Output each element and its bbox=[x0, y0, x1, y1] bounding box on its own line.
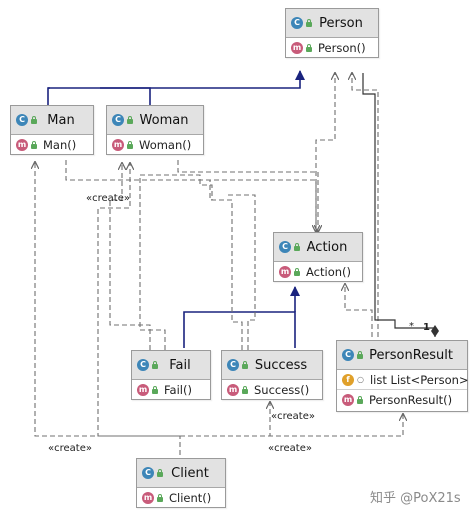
lock-icon bbox=[127, 140, 133, 149]
method-icon: m bbox=[16, 138, 28, 151]
dep-action-person bbox=[315, 73, 335, 232]
class-person[interactable]: C Person m Person() bbox=[285, 8, 379, 58]
method-icon: m bbox=[291, 41, 303, 54]
lock-icon bbox=[31, 140, 37, 149]
class-name: Man bbox=[47, 112, 75, 128]
lock-icon bbox=[357, 351, 363, 359]
dep-client-man bbox=[35, 162, 181, 455]
lock-icon bbox=[294, 267, 300, 276]
method-icon: m bbox=[342, 393, 354, 406]
method-icon: m bbox=[142, 491, 154, 504]
inheritance-fail-action bbox=[183, 311, 260, 348]
method-label: Man() bbox=[43, 137, 77, 152]
class-icon: C bbox=[342, 349, 354, 361]
multiplicity-one: 1 bbox=[423, 322, 430, 333]
method-label: Action() bbox=[306, 264, 351, 279]
class-name: Action bbox=[306, 239, 348, 255]
create-stereotype-label: «create» bbox=[268, 443, 312, 454]
dep-personresult-action bbox=[345, 284, 373, 337]
dep-fail-man bbox=[109, 163, 151, 350]
lock-icon bbox=[294, 243, 300, 251]
class-personresult[interactable]: C PersonResult f○ list List<Person> m Perso… bbox=[336, 340, 469, 412]
method-icon: m bbox=[112, 138, 124, 151]
class-name: PersonResult bbox=[369, 347, 453, 363]
class-icon: C bbox=[16, 114, 28, 126]
method-icon: m bbox=[137, 383, 149, 396]
dep-client-success bbox=[180, 402, 270, 437]
lock-icon bbox=[242, 385, 248, 394]
create-stereotype-label: «create» bbox=[86, 193, 130, 204]
package-visibility-icon: ○ bbox=[357, 375, 364, 384]
multiplicity-many: * bbox=[409, 321, 414, 332]
watermark: 知乎 @PoX21s bbox=[370, 491, 461, 506]
inheritance-success-action bbox=[260, 311, 296, 348]
class-icon: C bbox=[142, 467, 154, 479]
lock-icon bbox=[157, 469, 163, 477]
method-label: Woman() bbox=[139, 137, 192, 152]
inheritance-to-person bbox=[100, 70, 305, 89]
dep-man-action bbox=[65, 160, 316, 232]
class-icon: C bbox=[227, 359, 239, 371]
lock-icon bbox=[152, 385, 158, 394]
aggregation-personresult-person bbox=[362, 73, 436, 337]
lock-icon bbox=[157, 493, 163, 502]
aggregation-diamond bbox=[431, 325, 439, 337]
method-icon: m bbox=[227, 383, 239, 396]
inheritance-woman-person bbox=[48, 87, 151, 105]
class-fail[interactable]: C Fail m Fail() bbox=[131, 350, 211, 400]
class-icon: C bbox=[291, 17, 303, 29]
dep-personresult-person bbox=[352, 73, 379, 337]
class-man[interactable]: C Man m Man() bbox=[10, 105, 94, 155]
create-stereotype-label: «create» bbox=[271, 411, 315, 422]
lock-icon bbox=[306, 19, 312, 27]
lock-icon bbox=[152, 361, 158, 369]
method-label: Client() bbox=[169, 490, 212, 505]
create-stereotype-label: «create» bbox=[48, 443, 92, 454]
lock-icon bbox=[31, 116, 37, 124]
class-action[interactable]: C Action m Action() bbox=[273, 232, 363, 282]
class-icon: C bbox=[112, 114, 124, 126]
class-icon: C bbox=[137, 359, 149, 371]
dep-client-woman bbox=[97, 163, 180, 437]
field-icon: f bbox=[342, 373, 354, 386]
dep-client-personresult bbox=[180, 414, 403, 437]
method-label: PersonResult() bbox=[369, 392, 453, 407]
class-name: Fail bbox=[169, 357, 191, 373]
method-icon: m bbox=[279, 265, 291, 278]
class-name: Woman bbox=[139, 112, 189, 128]
dep-woman-action bbox=[177, 160, 318, 232]
method-label: Person() bbox=[318, 40, 366, 55]
method-label: Fail() bbox=[164, 382, 192, 397]
class-name: Client bbox=[171, 465, 209, 481]
lock-icon bbox=[357, 395, 363, 404]
class-icon: C bbox=[279, 241, 291, 253]
lock-icon bbox=[242, 361, 248, 369]
class-name: Success bbox=[254, 357, 308, 373]
class-client[interactable]: C Client m Client() bbox=[136, 458, 226, 508]
class-success[interactable]: C Success m Success() bbox=[221, 350, 323, 400]
class-woman[interactable]: C Woman m Woman() bbox=[106, 105, 204, 155]
inheritance-man-person bbox=[47, 87, 50, 105]
dep-success-woman bbox=[225, 194, 256, 350]
field-label: list List<Person> bbox=[369, 372, 469, 387]
dep-fail-woman bbox=[139, 174, 213, 350]
method-label: Success() bbox=[254, 382, 310, 397]
dep-success-man bbox=[209, 180, 243, 350]
class-name: Person bbox=[319, 15, 363, 31]
lock-icon bbox=[306, 43, 312, 52]
lock-icon bbox=[127, 116, 133, 124]
